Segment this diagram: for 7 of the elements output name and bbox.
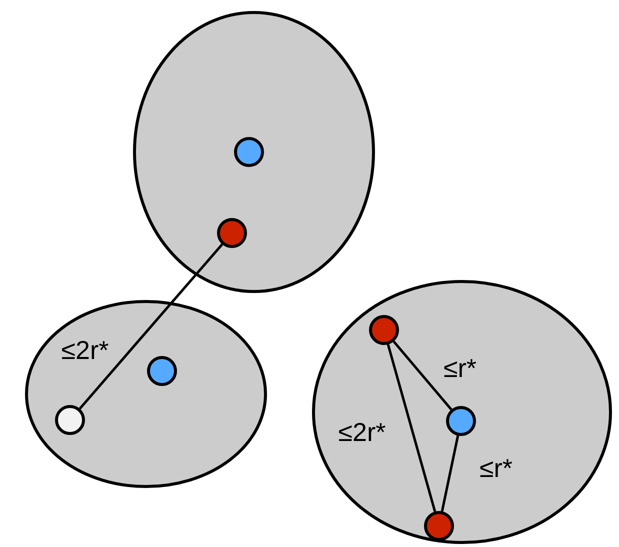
connector-line — [392, 340, 452, 410]
connector-line — [386, 344, 436, 512]
region-ellipse — [133, 11, 375, 293]
connector-line — [440, 435, 460, 512]
region-ellipse — [312, 280, 612, 544]
connector-line — [78, 244, 224, 410]
region-ellipse — [25, 300, 267, 488]
